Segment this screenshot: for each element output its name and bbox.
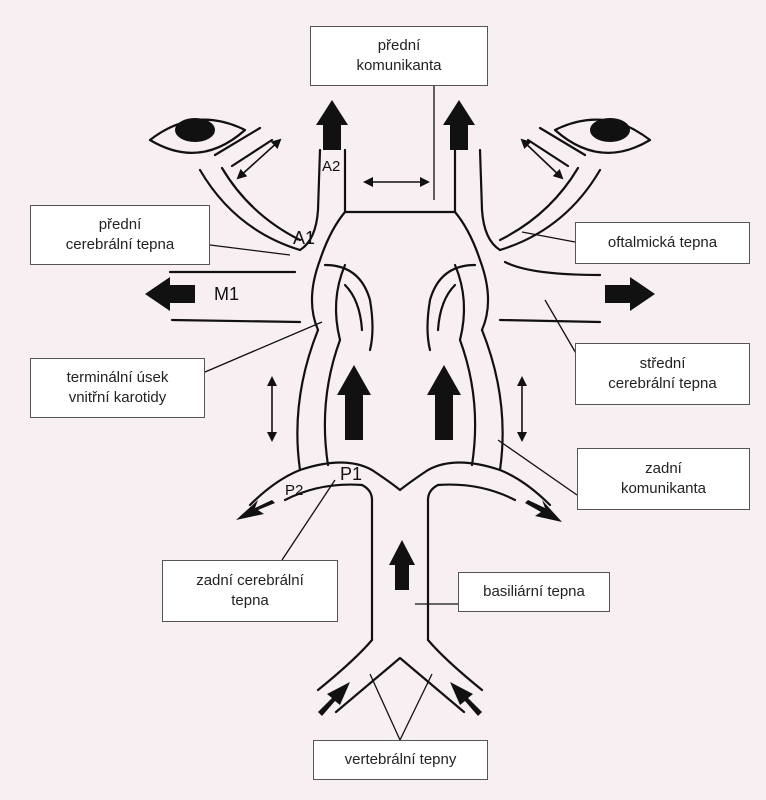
label-line: oftalmická tepna [607,234,718,251]
vertebral-left-outer [316,638,374,692]
left-ophthalmic-flow-arrow [236,138,282,180]
m1-left-arrow [145,277,195,311]
p1-lower-right [436,483,517,502]
left-ica-loop [323,263,374,352]
p1-upper-curve [298,461,502,492]
ica-right-up-arrow [427,365,461,440]
m1-right-top [503,260,602,277]
ophthalmic-left-a [198,168,302,252]
m1-left-bottom [170,318,302,324]
p2-right-arrow [525,500,562,522]
a2-right-outer [478,148,502,252]
p1-lower-left [283,483,364,502]
right-eye-pupil [590,118,630,142]
ophthalmic-left-b [220,166,302,242]
label-terminal-ica: terminální úsek vnitřní karotidy [30,358,205,418]
label-line: zadní [645,460,682,477]
label-posterior-cerebral: zadní cerebrální tepna [162,560,338,622]
left-ica-inner [334,263,347,342]
label-line: přední [377,37,421,54]
p2-right [498,468,552,507]
basilar-artery-right-wall [426,483,440,642]
label-line: cerebrální tepna [65,236,175,253]
pcom-right-outer [480,328,504,472]
label-line: vnitřní karotidy [68,389,167,406]
right-ophthalmic-flow-arrow [520,138,564,180]
a2-left-up-arrow [316,100,348,150]
label-line: zadní cerebrální [196,572,304,589]
label-line: tepna [231,592,269,609]
pcom-right-inner [458,338,477,467]
anterior-cerebral-leader [209,244,291,256]
label-line: komunikanta [356,57,442,74]
p2-left [248,468,302,507]
pcom-left-inner [323,338,342,467]
label-line: přední [98,216,142,233]
vertebral-left-arrow [318,682,350,716]
basilar-artery-left-wall [360,483,374,642]
ophthalmic-right-a [498,168,602,252]
p2-left-arrow [236,500,275,520]
vertebral-right-arrow [450,682,482,716]
segment-p1-label: P1 [340,464,363,484]
right-ica-outer [453,210,490,332]
right-ica-loop-inner [436,283,457,332]
a2-left-outer [298,148,322,252]
vertebral-leader-right [399,673,433,741]
m1-right-bottom [498,318,602,324]
terminal-ica-leader [204,321,323,373]
left-eye-pupil [175,118,215,142]
m1-right-arrow [605,277,655,311]
middle-cerebral-leader [544,299,578,356]
vertebral-right-outer [426,638,484,692]
ophthalmic-right-d [526,138,570,168]
label-line: střední [639,355,686,372]
label-line: basiliární tepna [483,583,585,600]
segment-p2-label: P2 [285,482,304,499]
segment-m1-label: M1 [214,284,240,304]
vertebral-inner [334,656,466,714]
vertebral-leader-left [369,673,401,741]
ica-left-up-arrow [337,365,371,440]
label-line: vertebrální tepny [344,751,457,768]
label-line: cerebrální tepna [608,375,717,392]
right-ica-loop [426,263,477,352]
a2-right-up-arrow [443,100,475,150]
left-ica-outer [310,210,347,332]
right-ica-inner [453,263,466,342]
ophthalmic-right-b [498,166,580,242]
label-ophthalmic: oftalmická tepna [575,222,750,264]
label-vertebral: vertebrální tepny [313,740,488,780]
label-anterior-communicating: přední komunikanta [310,26,488,86]
segment-a1-label: A1 [293,228,316,248]
label-anterior-cerebral: přední cerebrální tepna [30,205,210,265]
segment-a2-label: A2 [322,158,341,175]
left-ica-loop-inner [343,283,364,332]
label-basilar: basiliární tepna [458,572,610,612]
label-middle-cerebral: střední cerebrální tepna [575,343,750,405]
pcom-left-outer [296,328,320,472]
pcom-leader [497,439,578,496]
basilar-up-arrow [389,540,415,590]
posterior-cerebral-leader [281,479,336,561]
label-line: terminální úsek [66,369,169,386]
label-posterior-communicating: zadní komunikanta [577,448,750,510]
ophthalmic-leader [521,231,576,243]
label-line: komunikanta [620,480,707,497]
